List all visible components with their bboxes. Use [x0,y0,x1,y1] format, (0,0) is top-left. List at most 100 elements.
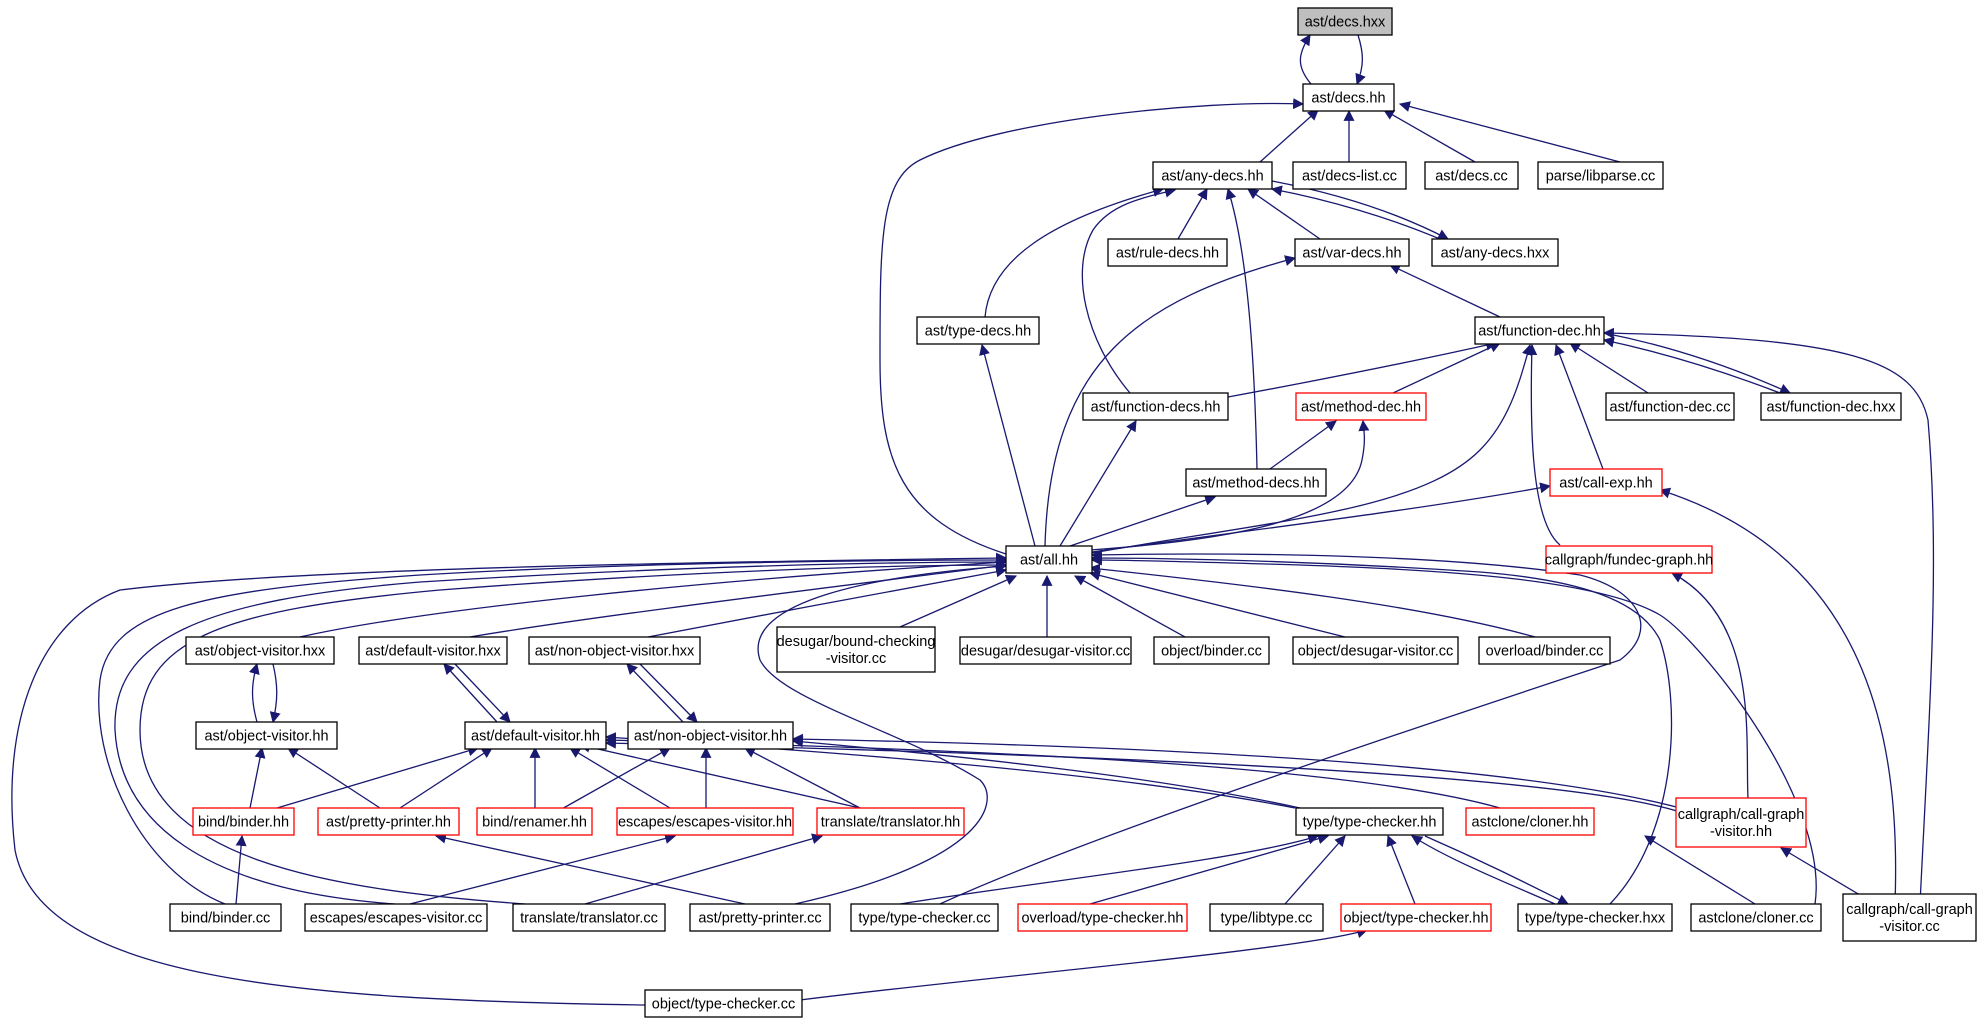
node-ast-any-decs-hh[interactable]: ast/any-decs.hh [1152,161,1273,190]
node-bind-renamer-hh[interactable]: bind/renamer.hh [476,807,593,836]
node-ast-rule-decs-hh[interactable]: ast/rule-decs.hh [1107,238,1228,267]
node-ast-function-dec-hh[interactable]: ast/function-dec.hh [1474,316,1605,345]
node-desugar-desugar-visitor-cc[interactable]: desugar/desugar-visitor.cc [959,636,1132,665]
edge-pretty-printer-cc-to-all [757,561,1008,905]
node-ast-default-visitor-hxx[interactable]: ast/default-visitor.hxx [358,636,508,665]
edge-all-hh-to-decs-hh [879,98,1305,555]
node-translate-translator-hh[interactable]: translate/translator.hh [816,807,965,836]
node-ast-decs-cc[interactable]: ast/decs.cc [1424,161,1519,190]
node-ast-object-visitor-hxx[interactable]: ast/object-visitor.hxx [185,636,335,665]
node-box [1605,392,1735,421]
node-label: -visitor.hh [1710,824,1772,840]
node-box [959,636,1132,665]
node-ast-function-dec-hxx[interactable]: ast/function-dec.hxx [1760,392,1902,421]
node-box [1082,392,1229,421]
edge-translator-cc-to-all [139,559,1008,905]
node-ast-object-visitor-hh[interactable]: ast/object-visitor.hh [195,721,338,750]
node-ast-non-object-visitor-hh[interactable]: ast/non-object-visitor.hh [627,721,794,750]
node-label: translate/translator.hh [821,815,960,831]
edge-type-checker-hxx-to-hh [1411,835,1556,905]
node-astclone-cloner-hh[interactable]: astclone/cloner.hh [1465,807,1595,836]
node-ast-pretty-printer-cc[interactable]: ast/pretty-printer.cc [689,903,831,932]
node-escapes-escapes-visitor-cc[interactable]: escapes/escapes-visitor.cc [304,903,488,932]
node-label: ast/function-dec.hxx [1767,400,1897,416]
edge-all-hh-to-method-decs [1069,494,1217,547]
node-ast-call-exp-hh[interactable]: ast/call-exp.hh [1549,468,1663,497]
node-box [1478,636,1611,665]
node-object-type-checker-cc[interactable]: object/type-checker.cc [644,989,803,1018]
node-box [1017,903,1188,932]
edge-bind-binder-hh-to-default-visitor [276,745,480,809]
node-label: callgraph/call-graph [1678,807,1805,823]
node-object-binder-cc[interactable]: object/binder.cc [1153,636,1270,665]
node-ast-all-hh[interactable]: ast/all.hh [1005,545,1093,574]
node-label: type/type-checker.hh [1303,815,1437,831]
node-ast-function-dec-cc[interactable]: ast/function-dec.cc [1605,392,1735,421]
node-box [1295,807,1444,836]
node-bind-binder-cc[interactable]: bind/binder.cc [169,903,282,932]
edge-pretty-printer-hh-to-object-visitor [287,747,381,809]
edge-type-checker-cc-to-hh [899,833,1320,905]
node-label: escapes/escapes-visitor.cc [310,911,482,927]
node-overload-type-checker-hh[interactable]: overload/type-checker.hh [1017,903,1188,932]
edge-type-checker-cc-to-all [939,549,1642,905]
node-object-desugar-visitor-cc[interactable]: object/desugar-visitor.cc [1292,636,1459,665]
node-translate-translator-cc[interactable]: translate/translator.cc [512,903,666,932]
node-callgraph-call-graph-visitor-cc[interactable]: callgraph/call-graph-visitor.cc [1842,893,1977,942]
edge-bind-binder-cc-to-binder-hh [235,834,247,905]
node-ast-decs-hxx[interactable]: ast/decs.hxx [1297,7,1393,36]
node-object-type-checker-hh[interactable]: object/type-checker.hh [1340,903,1492,932]
node-ast-decs-hh[interactable]: ast/decs.hh [1302,83,1395,112]
node-desugar-bound-checking-visitor-cc[interactable]: desugar/bound-checking-visitor.cc [776,626,936,673]
node-ast-var-decs-hh[interactable]: ast/var-decs.hh [1294,238,1410,267]
node-ast-decs-list-cc[interactable]: ast/decs-list.cc [1292,161,1407,190]
edge-type-checker-hxx-to-all [1090,552,1673,905]
edge-pretty-printer-hh-to-default-visitor [399,747,493,809]
node-type-type-checker-hxx[interactable]: type/type-checker.hxx [1517,903,1673,932]
node-label: ast/non-object-visitor.hh [634,729,787,745]
node-label: translate/translator.cc [520,911,658,927]
node-type-type-checker-hh[interactable]: type/type-checker.hh [1295,807,1444,836]
node-box [169,903,282,932]
node-ast-type-decs-hh[interactable]: ast/type-decs.hh [916,316,1040,345]
node-label: desugar/desugar-visitor.cc [961,644,1130,660]
node-astclone-cloner-cc[interactable]: astclone/cloner.cc [1690,903,1822,932]
node-label: ast/any-decs.hh [1161,169,1263,185]
edge-libparse-cc-to-decs-hh [1398,101,1621,163]
node-box [185,636,335,665]
edge-cloner-cc-to-hh [1644,835,1756,905]
edge-function-decs-to-any-decs [1081,186,1177,394]
node-label: ast/decs.hh [1311,91,1385,107]
node-overload-binder-cc[interactable]: overload/binder.cc [1478,636,1611,665]
edge-type-checker-hh-to-non-object-visitor [791,736,1301,809]
node-label: ast/non-object-visitor.hxx [535,644,695,660]
edge-method-decs-to-any-decs [1225,187,1258,470]
node-escapes-escapes-visitor-hh[interactable]: escapes/escapes-visitor.hh [616,807,794,836]
node-parse-libparse-cc[interactable]: parse/libparse.cc [1537,161,1664,190]
node-ast-function-decs-hh[interactable]: ast/function-decs.hh [1082,392,1229,421]
node-type-type-checker-cc[interactable]: type/type-checker.cc [850,903,999,932]
edge-pretty-printer-cc-to-hh [434,832,746,905]
node-label: astclone/cloner.cc [1698,911,1813,927]
node-ast-pretty-printer-hh[interactable]: ast/pretty-printer.hh [317,807,460,836]
node-callgraph-fundec-graph-hh[interactable]: callgraph/fundec-graph.hh [1545,545,1713,574]
edge-renamer-to-non-object-visitor [559,747,671,811]
node-label: ast/default-visitor.hh [471,729,600,745]
node-ast-default-visitor-hh[interactable]: ast/default-visitor.hh [464,721,607,750]
node-ast-method-dec-hh[interactable]: ast/method-dec.hh [1295,392,1427,421]
node-box [1005,545,1093,574]
node-ast-method-decs-hh[interactable]: ast/method-decs.hh [1185,468,1327,497]
node-type-libtype-cc[interactable]: type/libtype.cc [1209,903,1324,932]
node-label: ast/pretty-printer.cc [698,911,821,927]
edge-all-hh-to-function-decs [1059,420,1137,547]
node-box [1292,636,1459,665]
node-box [1152,161,1273,190]
node-bind-binder-hh[interactable]: bind/binder.hh [192,807,295,836]
node-label: type/type-checker.hxx [1525,911,1666,927]
node-ast-non-object-visitor-hxx[interactable]: ast/non-object-visitor.hxx [528,636,701,665]
node-box [1545,545,1713,574]
edge-call-graph-visitor-hh-to-fundec-graph [1671,572,1749,799]
node-callgraph-call-graph-visitor-hh[interactable]: callgraph/call-graph-visitor.hh [1675,797,1807,848]
node-ast-any-decs-hxx[interactable]: ast/any-decs.hxx [1431,238,1559,267]
edge-fundec-graph-to-function-dec [1526,343,1561,546]
